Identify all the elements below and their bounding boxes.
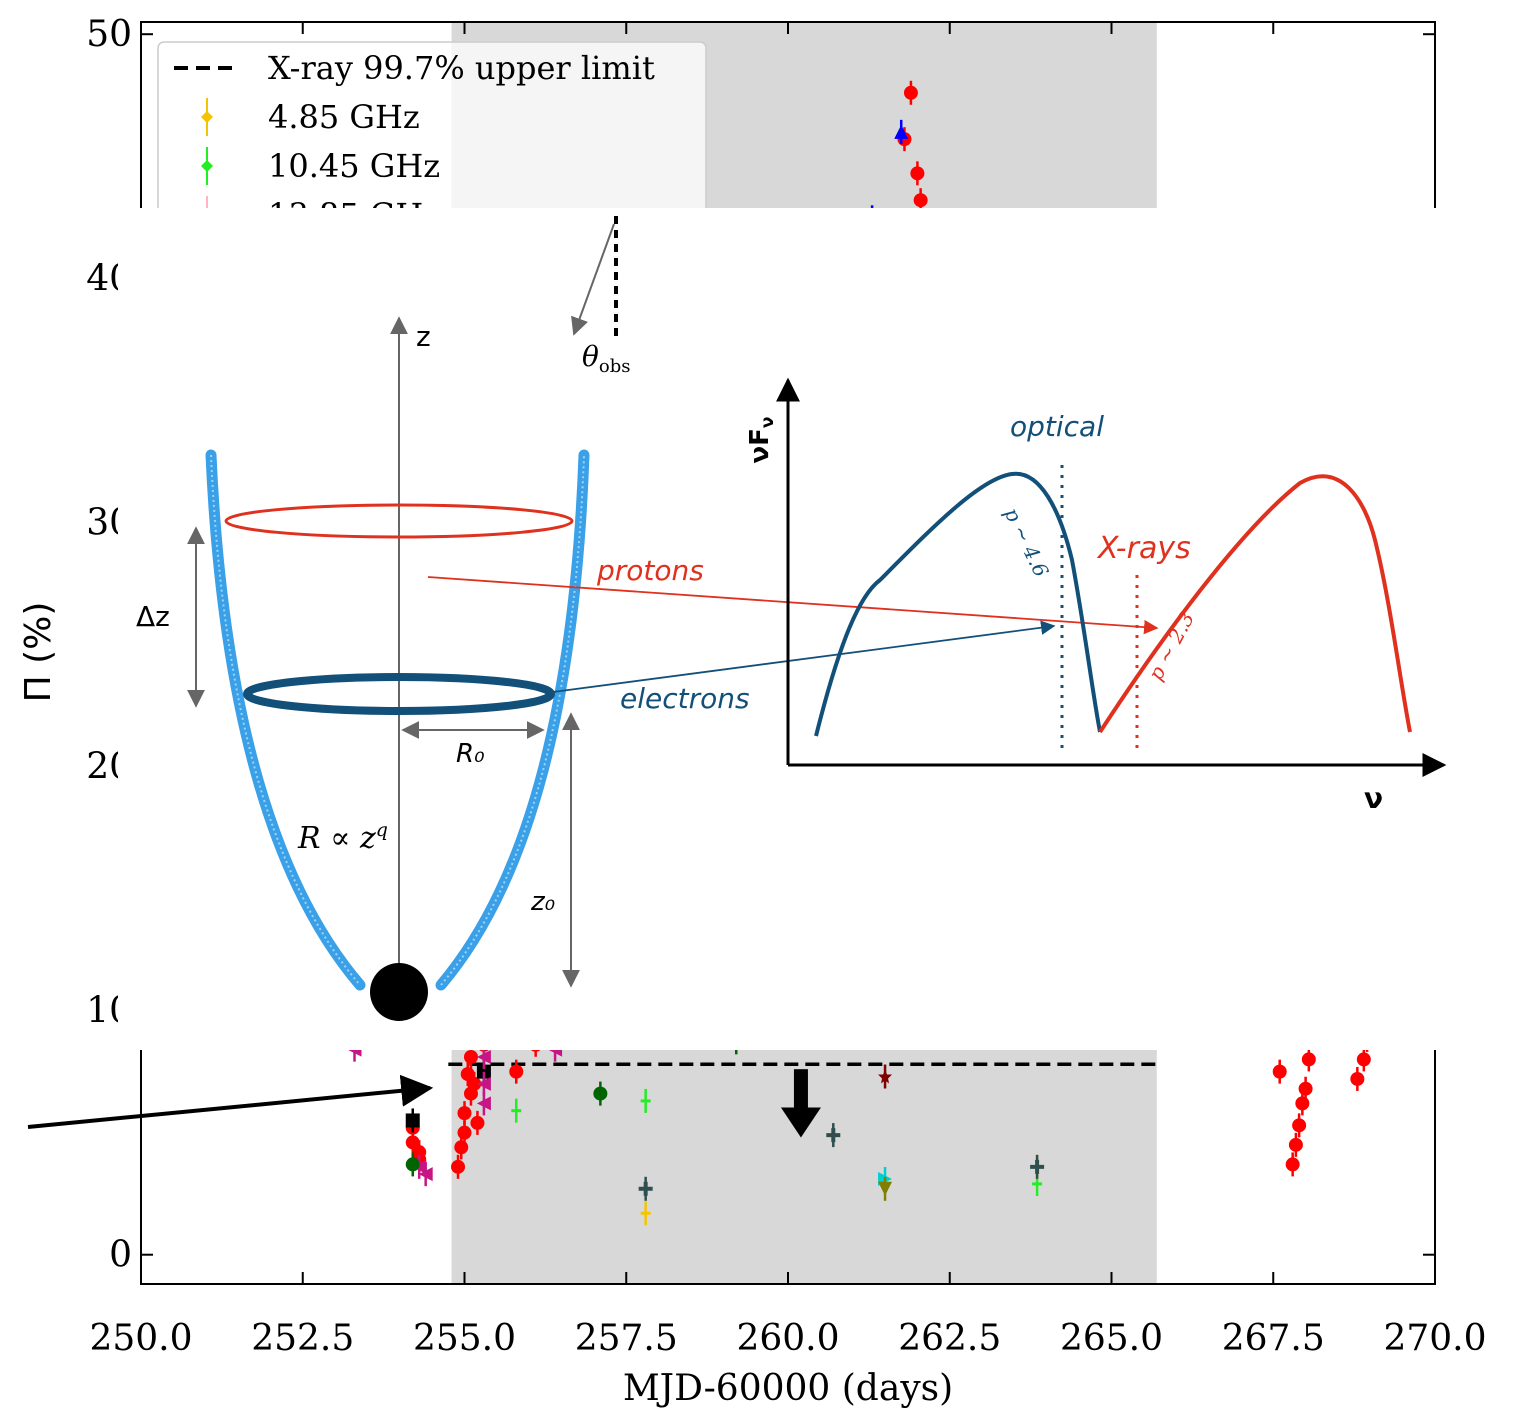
data-point-triangle-left bbox=[476, 1049, 491, 1064]
x-tick-label: 252.5 bbox=[251, 1318, 354, 1359]
electron-sed-curve bbox=[814, 471, 1102, 737]
tick-layer: 250.0 252.5 255.0 257.5 260.0 262.5 265.0 267.5… bbox=[86, 14, 1486, 1359]
data-point-triangle-up bbox=[894, 124, 909, 139]
data-point-circle bbox=[913, 193, 928, 208]
y-axis-label: Π (%) bbox=[18, 602, 59, 703]
r0-label: R₀ bbox=[456, 739, 485, 769]
data-point-square bbox=[405, 1113, 420, 1128]
data-point-circle bbox=[903, 85, 918, 100]
data-point-circle bbox=[457, 1106, 472, 1121]
legend-entry-10-45-ghz: 10.45 GHz bbox=[201, 147, 440, 185]
upper-limit-arrow-shaft bbox=[793, 1069, 808, 1110]
data-point-circle bbox=[509, 1064, 524, 1079]
upper-limit-layer bbox=[448, 1062, 1157, 1138]
legend-entry-4-85-ghz: 4.85 GHz bbox=[201, 98, 420, 136]
data-point-circle bbox=[457, 1125, 472, 1140]
data-point-circle bbox=[405, 1157, 420, 1172]
radius-law-label: R ∝ zq bbox=[297, 819, 388, 856]
data-point-circle bbox=[467, 1076, 482, 1091]
data-point-triangle-down bbox=[878, 1181, 893, 1196]
data-point-plus bbox=[826, 1128, 841, 1143]
sed-x-label: ν bbox=[1364, 782, 1383, 815]
data-point-plus bbox=[1030, 1159, 1045, 1174]
data-point-circle bbox=[593, 1086, 608, 1101]
xrays-label: X-rays bbox=[1096, 531, 1191, 566]
data-point-triangle-left bbox=[476, 1076, 491, 1091]
inset-diagram: θobs z Δz R₀ z₀ R ∝ zq protons electrons… bbox=[118, 208, 1523, 1050]
x-tick-label: 255.0 bbox=[413, 1318, 516, 1359]
z0-label: z₀ bbox=[530, 887, 556, 917]
data-point-circle bbox=[451, 1159, 466, 1174]
x-tick-label: 265.0 bbox=[1060, 1318, 1163, 1359]
y-tick-label: 50 bbox=[86, 14, 132, 55]
data-point-star bbox=[878, 1069, 893, 1084]
legend-label: X-ray 99.7% upper limit bbox=[268, 49, 655, 87]
y-tick-label: 0 bbox=[109, 1235, 132, 1276]
protons-label: protons bbox=[596, 554, 704, 587]
x-tick-label: 267.5 bbox=[1222, 1318, 1325, 1359]
electrons-label: electrons bbox=[620, 682, 750, 715]
proton-sed-curve bbox=[1098, 474, 1412, 734]
data-point-circle bbox=[470, 1115, 485, 1130]
legend-label: 4.85 GHz bbox=[268, 98, 420, 136]
z-axis-label: z bbox=[416, 320, 431, 353]
data-point-circle bbox=[1295, 1096, 1310, 1111]
observer-arrow bbox=[571, 223, 615, 336]
data-point-circle bbox=[1272, 1064, 1287, 1079]
data-point-circle bbox=[1298, 1081, 1313, 1096]
proton-ring bbox=[224, 503, 574, 539]
black-hole bbox=[370, 963, 428, 1021]
data-point-circle bbox=[1288, 1137, 1303, 1152]
x-tick-label: 270.0 bbox=[1383, 1318, 1486, 1359]
data-point-circle bbox=[1350, 1071, 1365, 1086]
upper-limit-arrow-head bbox=[780, 1107, 821, 1138]
data-point-circle bbox=[463, 1049, 478, 1064]
pointer-arrow bbox=[27, 1074, 434, 1129]
data-point-circle bbox=[1301, 1052, 1316, 1067]
data-point-square bbox=[476, 1064, 491, 1079]
data-point-circle bbox=[1285, 1157, 1300, 1172]
legend-label: 10.45 GHz bbox=[268, 147, 440, 185]
protons-arrow bbox=[427, 576, 1159, 635]
delta-z-label: Δz bbox=[136, 600, 170, 633]
data-point-circle bbox=[454, 1140, 469, 1155]
data-point-circle bbox=[1356, 1052, 1371, 1067]
electron-ring bbox=[243, 673, 555, 715]
legend-entry-upper-limit: X-ray 99.7% upper limit bbox=[174, 49, 655, 87]
x-axis-label: MJD-60000 (days) bbox=[623, 1368, 953, 1409]
x-tick-label: 257.5 bbox=[575, 1318, 678, 1359]
data-point-circle bbox=[1292, 1118, 1307, 1133]
data-point-triangle-left bbox=[476, 1096, 491, 1111]
x-tick-label: 260.0 bbox=[736, 1318, 839, 1359]
data-point-triangle-left bbox=[418, 1167, 433, 1182]
x-tick-label: 250.0 bbox=[89, 1318, 192, 1359]
tick-label-mask bbox=[118, 250, 142, 1050]
electrons-arrow bbox=[552, 620, 1056, 693]
data-point-circle bbox=[910, 166, 925, 181]
optical-label: optical bbox=[1010, 410, 1104, 443]
data-point-plus bbox=[638, 1181, 653, 1196]
inset-background bbox=[118, 208, 1523, 1050]
x-tick-label: 262.5 bbox=[898, 1318, 1001, 1359]
